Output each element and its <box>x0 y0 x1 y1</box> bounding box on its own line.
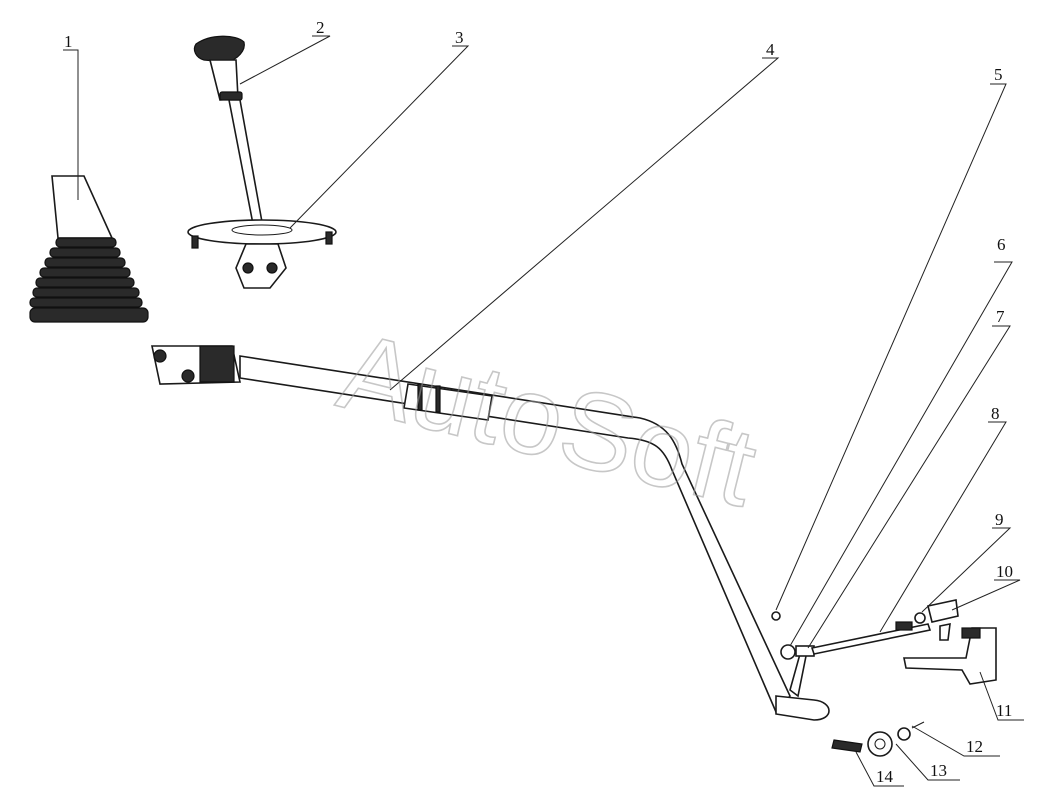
callout-label-14: 14 <box>876 767 894 786</box>
callout-7: 7 <box>807 307 1011 649</box>
callout-3: 3 <box>289 28 470 229</box>
callout-label-12: 12 <box>966 737 983 756</box>
callout-14: 14 <box>855 751 904 787</box>
callout-label-13: 13 <box>930 761 947 780</box>
callout-5: 5 <box>775 65 1007 611</box>
callout-4: 4 <box>389 40 780 391</box>
callout-9: 9 <box>921 510 1012 613</box>
callout-10: 10 <box>951 562 1021 611</box>
callout-8: 8 <box>879 404 1007 633</box>
callout-11: 11 <box>979 671 1024 721</box>
part-12-14-ball-joint <box>831 721 925 757</box>
callout-label-2: 2 <box>316 18 325 37</box>
callout-12: 12 <box>911 725 1000 757</box>
callout-label-3: 3 <box>455 28 464 47</box>
part-11-bracket <box>903 627 997 685</box>
callout-label-6: 6 <box>997 235 1006 254</box>
callout-label-10: 10 <box>996 562 1013 581</box>
callout-label-7: 7 <box>996 307 1005 326</box>
callout-2: 2 <box>239 18 331 85</box>
callout-label-1: 1 <box>64 32 73 51</box>
callout-1: 1 <box>63 32 79 200</box>
callouts: 1 2 3 4 5 6 7 8 <box>63 18 1024 787</box>
callout-label-11: 11 <box>996 701 1012 720</box>
part-1-rubber-boot <box>29 175 149 323</box>
watermark: AutoSoft <box>328 309 767 530</box>
callout-label-4: 4 <box>766 40 775 59</box>
part-3-lever-base <box>187 219 337 289</box>
callout-6: 6 <box>789 235 1013 647</box>
callout-label-5: 5 <box>994 65 1003 84</box>
part-4-selector-rod <box>151 345 830 721</box>
part-5-8-link-rod <box>771 599 959 660</box>
callout-label-9: 9 <box>995 510 1004 529</box>
part-2-gear-lever <box>193 35 263 225</box>
callout-label-8: 8 <box>991 404 1000 423</box>
callout-13: 13 <box>895 743 960 781</box>
